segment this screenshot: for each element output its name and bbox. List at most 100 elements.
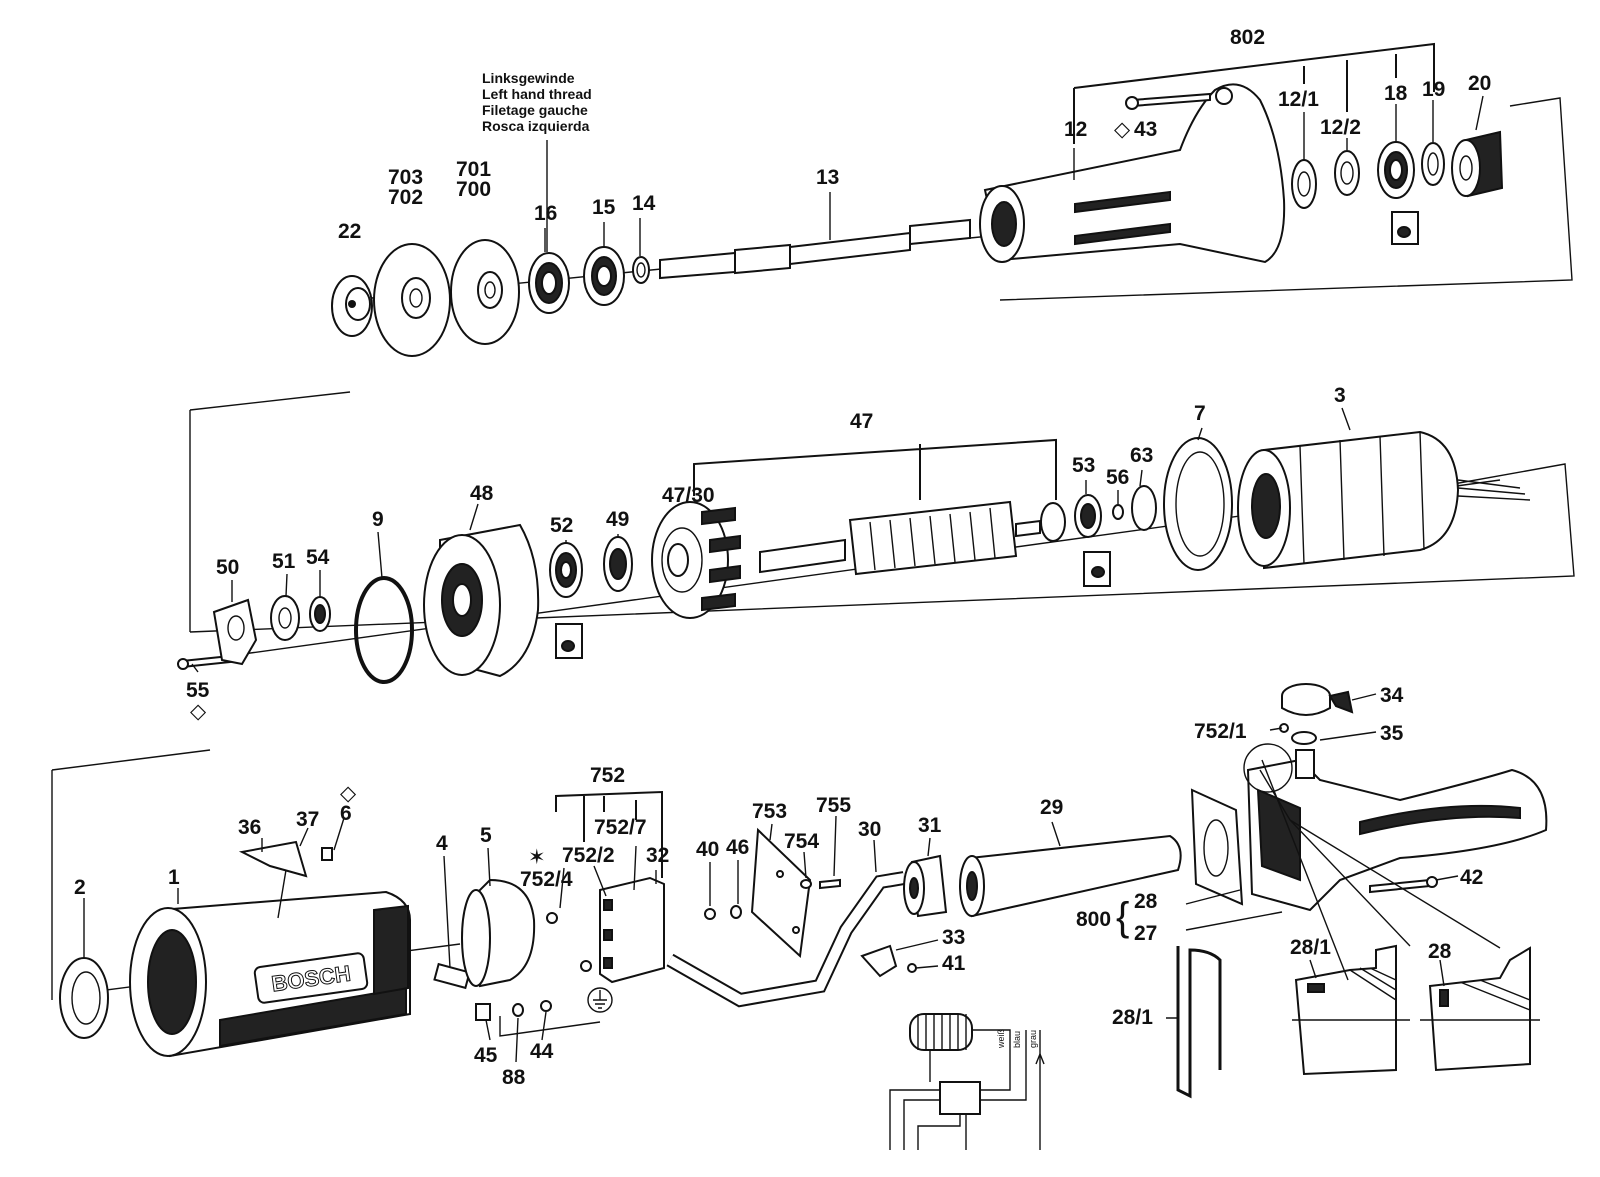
label-14: 14 (632, 192, 656, 215)
diamond-marker-6: ◇ (340, 782, 357, 805)
part-28-1-clip (1176, 946, 1222, 1099)
part-12-gear-housing (979, 83, 1286, 264)
part-31-grommet (903, 854, 948, 918)
part-43-screw (1125, 92, 1211, 110)
thread-note: Linksgewinde Left hand thread Filetage g… (482, 70, 592, 134)
part-754-washer (800, 878, 841, 890)
part-7-baffle (1163, 437, 1233, 571)
label-6: 6 (340, 802, 352, 825)
label-29: 29 (1040, 796, 1063, 819)
part-14-ring (632, 256, 650, 284)
part-3-field (1237, 430, 1531, 570)
label-703: 703 (388, 166, 423, 189)
label-36: 36 (238, 816, 261, 839)
part-34-switch-knob (1281, 683, 1354, 716)
label-7: 7 (1194, 402, 1206, 425)
part-13-spindle (659, 218, 971, 280)
section-view-left (1292, 944, 1410, 1076)
middle-row-parts (177, 430, 1531, 684)
label-752: 752 (590, 764, 625, 787)
label-32: 32 (646, 844, 669, 867)
label-30: 30 (858, 818, 881, 841)
label-12-2: 12/2 (1320, 116, 1361, 139)
label-34: 34 (1380, 684, 1404, 707)
label-753: 753 (752, 800, 787, 823)
label-18: 18 (1384, 82, 1408, 105)
part-30-cable (666, 871, 906, 1008)
part-4-terminal (433, 962, 471, 990)
label-754: 754 (784, 830, 819, 853)
label-40: 40 (696, 838, 719, 861)
label-54: 54 (306, 546, 330, 569)
note-line-1: Linksgewinde (482, 70, 575, 86)
label-802: 802 (1230, 26, 1265, 49)
part-36-plate (238, 840, 308, 919)
label-42: 42 (1460, 866, 1483, 889)
label-1: 1 (168, 866, 180, 889)
label-37: 37 (296, 808, 319, 831)
bottom-row-parts: BOSCH (59, 683, 1548, 1150)
label-43: 43 (1134, 118, 1157, 141)
label-28-1-b: 28/1 (1112, 1006, 1153, 1029)
bracket-800-brace: { (1116, 895, 1129, 939)
label-33: 33 (942, 926, 965, 949)
label-19: 19 (1422, 78, 1445, 101)
label-9: 9 (372, 508, 384, 531)
label-13: 13 (816, 166, 839, 189)
label-800: 800 (1076, 908, 1111, 931)
part-6-screw (321, 847, 333, 861)
part-700-flange (450, 239, 520, 345)
part-19-ring (1421, 142, 1445, 186)
label-28-b: 28 (1428, 940, 1452, 963)
label-53: 53 (1072, 454, 1095, 477)
label-702: 702 (388, 186, 423, 209)
label-63: 63 (1130, 444, 1153, 467)
wire-label-2: grau (1028, 1030, 1038, 1048)
label-4: 4 (436, 832, 448, 855)
part-1-motor-housing: BOSCH (129, 890, 411, 1058)
diamond-marker-55: ◇ (190, 700, 207, 723)
label-752-1: 752/1 (1194, 720, 1247, 743)
label-52: 52 (550, 514, 573, 537)
part-35-washer (1291, 731, 1317, 745)
part-20-pinion (1451, 130, 1504, 198)
star-marker-752-4: ✶ (528, 846, 546, 869)
note-line-4: Rosca izquierda (482, 118, 590, 134)
label-46: 46 (726, 836, 749, 859)
label-700: 700 (456, 178, 491, 201)
label-47-30: 47/30 (662, 484, 715, 507)
part-12-1-ring (1291, 159, 1317, 209)
part-27-handle (1246, 749, 1548, 912)
label-49: 49 (606, 508, 629, 531)
label-48: 48 (470, 482, 494, 505)
part-702-flange (373, 243, 451, 357)
label-5: 5 (480, 824, 492, 847)
label-752-4: 752/4 (520, 868, 573, 891)
label-16: 16 (534, 202, 557, 225)
panel-frames (51, 97, 1575, 1000)
label-27: 27 (1134, 922, 1157, 945)
label-45: 45 (474, 1044, 498, 1067)
wire-label-0: weiß (996, 1028, 1006, 1049)
part-56-ring (1112, 504, 1124, 520)
section-view-right (1420, 946, 1540, 1072)
label-41: 41 (942, 952, 966, 975)
label-752-2: 752/2 (562, 844, 615, 867)
label-28-a: 28 (1134, 890, 1158, 913)
part-29-cable-guard (959, 834, 1182, 918)
part-45-terminal (475, 1000, 601, 1037)
diamond-marker-43: ◇ (1114, 118, 1131, 141)
part-33-clamp (860, 944, 917, 978)
part-63-ring (1131, 485, 1157, 531)
part-22-nut (331, 275, 373, 337)
part-40-screw (704, 905, 742, 920)
part-42-screw (1369, 876, 1438, 894)
label-31: 31 (918, 814, 942, 837)
label-752-7: 752/7 (594, 816, 647, 839)
part-labels: 802 12/1 12/2 18 19 20 12 ◇ 43 13 14 15 … (74, 26, 1491, 1089)
part-9-o-ring (354, 576, 414, 684)
note-line-3: Filetage gauche (482, 102, 588, 118)
note-line-2: Left hand thread (482, 86, 592, 102)
label-701: 701 (456, 158, 491, 181)
